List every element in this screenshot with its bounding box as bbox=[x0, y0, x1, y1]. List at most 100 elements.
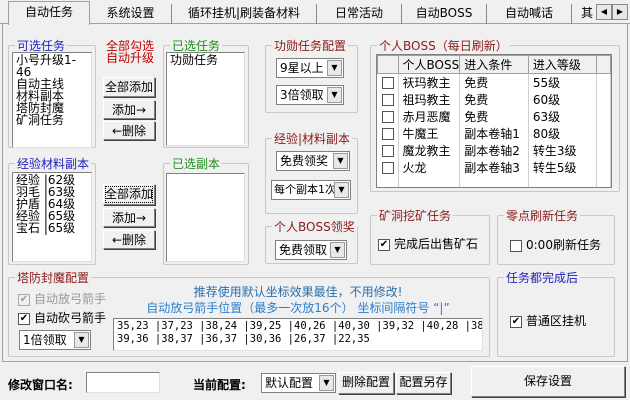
group-title: 零点刷新任务 bbox=[504, 207, 581, 224]
value: 每个副本1次 bbox=[274, 183, 336, 196]
cell: 转生5级 bbox=[528, 159, 597, 176]
tab-daily[interactable]: 日常活动 bbox=[317, 4, 402, 24]
list-item[interactable]: 宝石 |65级 bbox=[16, 221, 76, 235]
tab-auto-shout[interactable]: 自动喊话 bbox=[487, 4, 572, 24]
add-all-tasks-button[interactable]: 全部添加 bbox=[103, 77, 155, 97]
delete-config-button[interactable]: 删除配置 bbox=[338, 372, 394, 394]
list-item[interactable]: 功勋任务 bbox=[170, 53, 219, 67]
config-select[interactable]: 默认配置▼ bbox=[261, 373, 336, 393]
cell: 祖玛教主 bbox=[398, 91, 461, 108]
tab-auto-task[interactable]: 自动任务 bbox=[8, 1, 90, 25]
list-item[interactable]: 经验 |65级 bbox=[16, 209, 76, 223]
cell: 副本卷轴3 bbox=[459, 159, 529, 176]
hint-text: 推荐使用默认坐标效果最佳，不用修改! bbox=[193, 285, 403, 299]
midnight-refresh-checkbox[interactable]: 0:00刷新任务 bbox=[510, 236, 601, 253]
list-item[interactable]: 自动主线 bbox=[16, 77, 65, 91]
checkbox[interactable] bbox=[381, 94, 394, 106]
checkbox[interactable] bbox=[381, 77, 394, 89]
exp-material-list[interactable]: 经验 |62级 羽毛 |63级 护盾 |64级 经验 |65级 宝石 |65级 bbox=[12, 172, 92, 262]
cell: 魔龙教主 bbox=[398, 142, 461, 159]
add-all-dungeons-button[interactable]: 全部添加 bbox=[103, 184, 155, 205]
col-condition[interactable]: 进入条件 bbox=[459, 55, 529, 74]
label: 自动升级 bbox=[106, 51, 155, 65]
tab-scroll[interactable]: ◀▶ bbox=[596, 4, 628, 20]
selected-dungeons-list[interactable] bbox=[166, 173, 245, 262]
cell: 免费 bbox=[459, 108, 529, 125]
checkbox[interactable] bbox=[510, 239, 522, 252]
cell: 免费 bbox=[459, 91, 529, 108]
checkbox[interactable] bbox=[381, 128, 394, 140]
selected-tasks-list[interactable]: 功勋任务 bbox=[166, 52, 245, 146]
list-item[interactable]: 材料副本 bbox=[16, 89, 65, 103]
auto-cut-archer-checkbox[interactable]: ✔自动砍弓箭手 bbox=[18, 309, 106, 326]
select-all-auto-upgrade[interactable]: 全部勾选自动升级 bbox=[106, 40, 154, 64]
group-title: 已选副本 bbox=[170, 155, 223, 172]
tab-loop-farm[interactable]: 循环挂机|刷装备材料 bbox=[172, 4, 317, 24]
cell: 祆玛教主 bbox=[398, 73, 461, 91]
label: 自动放弓箭手 bbox=[34, 292, 107, 306]
cell: 60级 bbox=[528, 91, 597, 108]
sell-ore-checkbox[interactable]: ✔完成后出售矿石 bbox=[378, 235, 478, 252]
exp-times-select[interactable]: 每个副本1次▼ bbox=[271, 180, 351, 200]
chevron-down-icon[interactable]: ▼ bbox=[319, 375, 334, 391]
check-icon[interactable]: ✔ bbox=[510, 315, 522, 328]
personal-boss-group: 个人BOSS（每日刷新） bbox=[370, 37, 620, 192]
group-title: 可选任务 bbox=[15, 37, 68, 54]
chevron-down-icon[interactable]: ▼ bbox=[334, 182, 349, 198]
value: 1倍领取 bbox=[23, 333, 67, 347]
list-item[interactable]: 护盾 |64级 bbox=[16, 197, 76, 211]
arrow-right-icon[interactable]: ▶ bbox=[612, 4, 628, 20]
chevron-down-icon[interactable]: ▼ bbox=[330, 242, 345, 258]
chevron-down-icon[interactable]: ▼ bbox=[327, 87, 342, 103]
list-item[interactable]: 羽毛 |63级 bbox=[16, 185, 76, 199]
auto-place-archer-checkbox: ✔ 自动放弓箭手 bbox=[18, 290, 106, 307]
save-settings-button[interactable]: 保存设置 bbox=[471, 366, 625, 397]
tab-other[interactable]: 其 bbox=[580, 6, 593, 20]
optional-tasks-list[interactable]: 小号升级1-46 自动主线 材料副本 塔防封魔 矿洞任务 bbox=[12, 52, 92, 148]
merit-star-select[interactable]: 9星以上▼ bbox=[276, 58, 344, 78]
col-boss[interactable]: 个人BOSS bbox=[397, 55, 461, 74]
list-item[interactable]: 塔防封魔 bbox=[16, 101, 65, 115]
remove-dungeon-button[interactable]: ←删除 bbox=[103, 230, 155, 249]
col-level[interactable]: 进入等级 bbox=[527, 55, 597, 74]
check-icon[interactable]: ✔ bbox=[378, 238, 390, 251]
tower-reward-select[interactable]: 1倍领取 ▼ bbox=[19, 330, 91, 350]
boss-reward-select[interactable]: 免费领取▼ bbox=[275, 240, 347, 260]
check-icon: ✔ bbox=[18, 293, 30, 306]
normal-zone-idle-checkbox[interactable]: ✔普通区挂机 bbox=[510, 312, 586, 329]
add-task-button[interactable]: 添加→ bbox=[103, 100, 155, 119]
archer-coords-textarea[interactable]: 35,23 |37,23 |38,24 |39,25 |40,26 |40,30… bbox=[113, 318, 483, 351]
tab-auto-boss[interactable]: 自动BOSS bbox=[402, 4, 487, 24]
chevron-down-icon[interactable]: ▼ bbox=[74, 332, 89, 348]
list-item[interactable]: 经验 |62级 bbox=[16, 173, 76, 187]
checkbox[interactable] bbox=[381, 111, 394, 123]
checkbox[interactable] bbox=[381, 162, 394, 174]
remove-task-button[interactable]: ←删除 bbox=[103, 121, 155, 140]
group-title: 已选任务 bbox=[170, 37, 223, 54]
chevron-down-icon[interactable]: ▼ bbox=[327, 60, 342, 76]
window-name-input[interactable] bbox=[86, 372, 160, 393]
chevron-down-icon[interactable]: ▼ bbox=[333, 153, 348, 169]
save-as-config-button[interactable]: 配置另存 bbox=[396, 372, 451, 394]
list-item[interactable]: 小号升级1-46 bbox=[16, 53, 76, 79]
check-icon[interactable]: ✔ bbox=[18, 312, 30, 325]
tab-system-settings[interactable]: 系统设置 bbox=[90, 4, 172, 24]
add-dungeon-button[interactable]: 添加→ bbox=[103, 208, 155, 227]
label: 全部勾选 bbox=[106, 39, 155, 53]
after-all-group: 任务都完成后 bbox=[497, 269, 615, 357]
merit-reward-select[interactable]: 3倍领取▼ bbox=[276, 85, 344, 105]
mine-group: 矿洞挖矿任务 bbox=[370, 207, 490, 265]
arrow-left-icon[interactable]: ◀ bbox=[596, 4, 612, 20]
group-title: 功勋任务配置 bbox=[272, 37, 349, 54]
exp-reward-select[interactable]: 免费领奖▼ bbox=[276, 151, 350, 171]
cell: 55级 bbox=[528, 73, 597, 91]
list-item[interactable]: 矿洞任务 bbox=[16, 113, 65, 127]
checkbox[interactable] bbox=[381, 145, 394, 157]
cell: 牛魔王 bbox=[398, 125, 461, 142]
